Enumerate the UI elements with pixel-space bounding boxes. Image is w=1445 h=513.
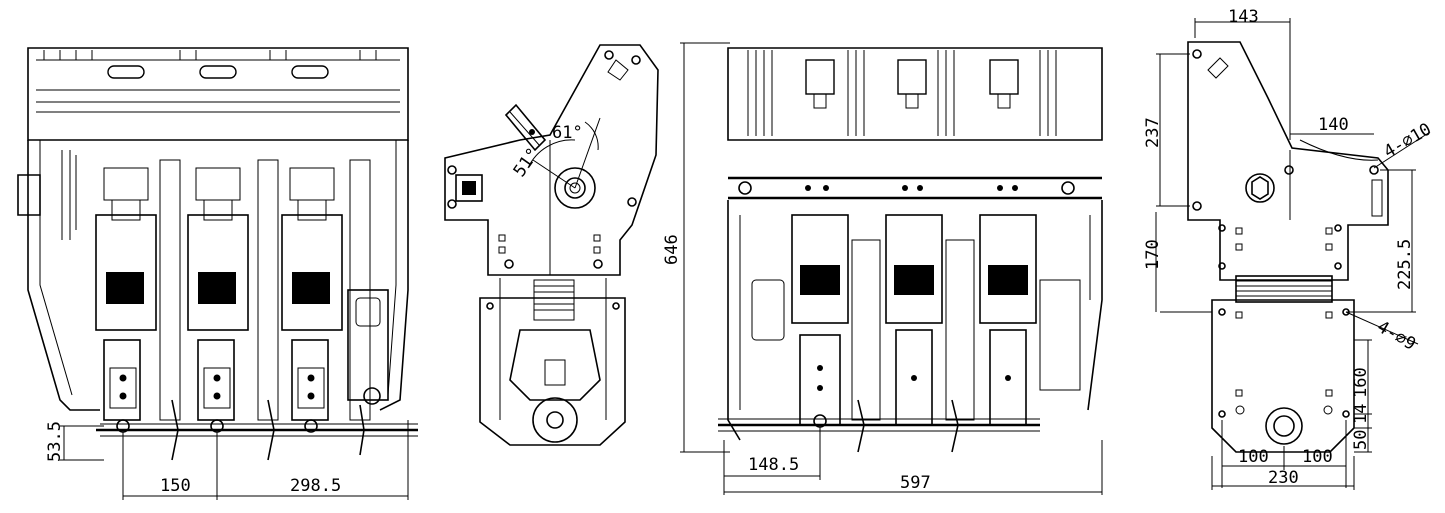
dim-4-phi10: 4-⌀10 (1381, 119, 1435, 162)
dim-50: 50 (1351, 430, 1371, 450)
dim-237: 237 (1143, 117, 1163, 148)
dim-140: 140 (1318, 115, 1349, 135)
pole-modules (95, 159, 371, 421)
dim-143: 143 (1228, 7, 1259, 27)
dim-298-5: 298.5 (290, 476, 341, 496)
dim-230: 230 (1268, 468, 1299, 488)
dim-160: 160 (1351, 367, 1371, 398)
dim-170: 170 (1143, 239, 1163, 270)
front-view: 150 298.5 53.5 (17, 47, 418, 500)
dim-150: 150 (160, 476, 191, 496)
dim-4-phi9: 4-⌀9 (1374, 317, 1419, 355)
dim-225-5: 225.5 (1395, 239, 1415, 290)
rear-view: 646 148.5 597 (662, 42, 1103, 495)
angle-61: 61° (552, 123, 583, 143)
dim-597: 597 (900, 473, 931, 493)
dim-53-5: 53.5 (45, 421, 65, 462)
dim-646: 646 (662, 234, 682, 265)
mounting-view: 143 237 140 4-⌀10 170 225.5 4-⌀9 160 14 … (1143, 7, 1435, 490)
side-view: 51° 61° (444, 44, 659, 446)
angle-51: 51° (510, 144, 544, 181)
dim-100-right: 100 (1302, 447, 1333, 467)
dim-148-5: 148.5 (748, 455, 799, 475)
dim-100-left: 100 (1238, 447, 1269, 467)
dim-14: 14 (1351, 404, 1371, 424)
